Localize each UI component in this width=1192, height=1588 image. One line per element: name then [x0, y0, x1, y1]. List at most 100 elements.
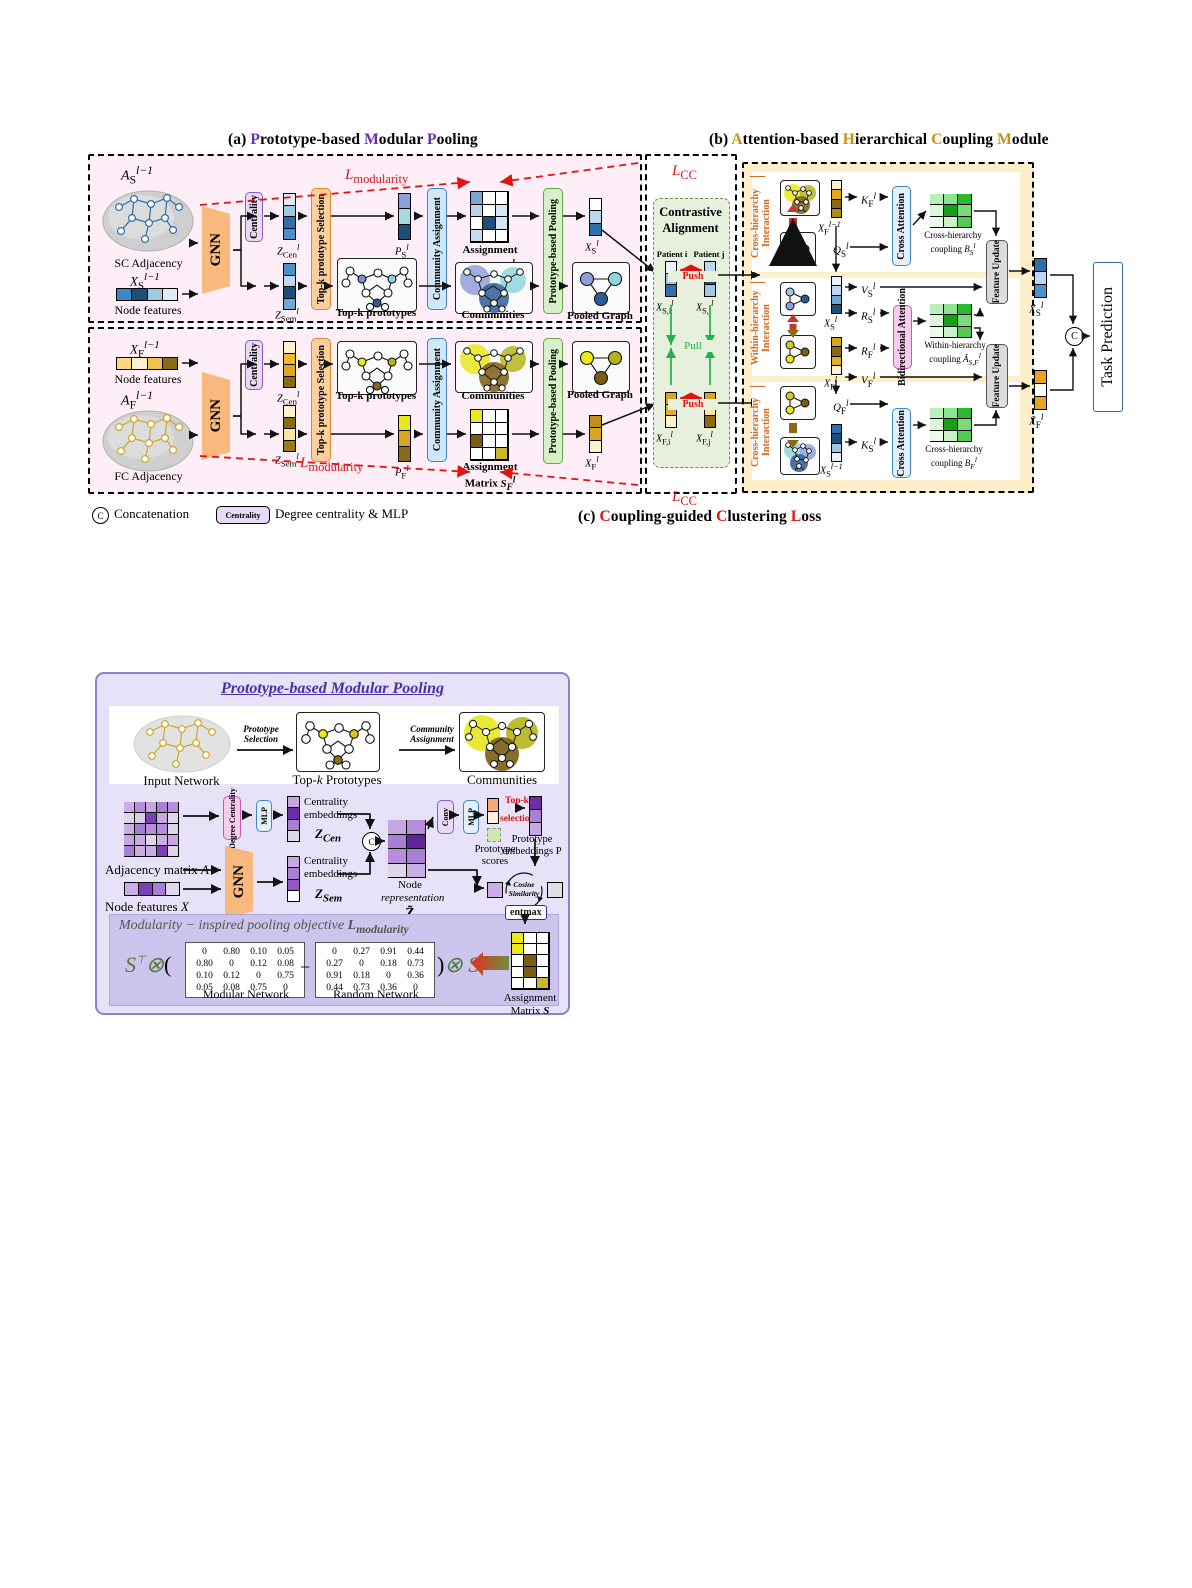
- legend-centrality-label: Degree centrality & MLP: [275, 506, 409, 521]
- f2-prototype-scores-extra: [487, 828, 501, 842]
- f2-prototype-embeddings-label: Prototype embeddings P: [502, 834, 562, 858]
- coupling-bs-heatmap: [930, 194, 972, 228]
- f2-mlp1-block: MLP: [256, 800, 272, 832]
- f2-topk-prototypes-box: [296, 712, 380, 772]
- patient-j-label: Patient j: [693, 249, 725, 259]
- f2-formula-right: )⊗ S: [437, 952, 480, 977]
- fc-x-out-label: XFl: [585, 454, 599, 472]
- fc-zsem-strip: [283, 405, 296, 452]
- xfi-strip: [665, 392, 677, 428]
- fc-adjacency-math: AFl−1: [121, 389, 153, 412]
- f2-node-features-strip: [124, 882, 180, 896]
- fc-assignment-matrix: [470, 409, 509, 461]
- vf-label: VFl: [861, 371, 876, 389]
- panel-b-xf-prev-label: XFl−1: [818, 220, 841, 237]
- panel-b-xs-prev-label: XSl−1: [820, 462, 843, 479]
- cross-hierarchy-top-label: Cross-hierarchy Interaction: [750, 176, 772, 269]
- fc-node-features-strip: [116, 357, 178, 370]
- xsj-label: XS,jl: [696, 299, 714, 316]
- panel-b-fc-communities-icon: [780, 180, 820, 216]
- panel-a-title: (a) Prototype-based Modular Pooling: [228, 131, 478, 148]
- task-prediction-box: Task Prediction: [1093, 262, 1123, 412]
- fc-communities-box: [455, 341, 533, 393]
- sc-modularity-loss-label: Lmodularity: [345, 167, 409, 186]
- panel-b-xf-label: XFl: [824, 375, 838, 392]
- sc-communities-label: Communities: [461, 309, 525, 321]
- f2-cosine-left-cell: [487, 882, 503, 898]
- sc-node-features-strip: [116, 288, 178, 301]
- panel-b-sc-communities-icon: [780, 437, 820, 475]
- f2-node-representation-matrix: [388, 820, 426, 878]
- panel-b-xs-label: XSl: [824, 315, 838, 332]
- sc-communities-box: [455, 262, 533, 314]
- f2-assignment-matrix-label: Assignment Matrix S: [503, 992, 557, 1018]
- f2-cen-emb-label: Centrality embeddings: [304, 796, 358, 821]
- sc-pooling-block: Prototype-based Pooling: [543, 188, 563, 314]
- fc-topk-selection-block: Top-k prototype Selection: [311, 338, 331, 462]
- sc-x-out-label: XSl: [585, 238, 599, 256]
- panel-b-sc-graph-icon-mid: [780, 282, 816, 316]
- sc-assignment-matrix: [470, 191, 509, 243]
- fc-pooled-graph-label: Pooled Graph: [567, 389, 633, 401]
- f2-topk-line2: selection: [500, 814, 535, 824]
- f2-node-rep-label: Node representation: [381, 879, 445, 904]
- sc-topk-selection-block: Top-k prototype Selection: [311, 188, 331, 310]
- feature-update-s-block: Feature Update: [986, 240, 1008, 304]
- f2-minus-sign: −: [300, 957, 311, 977]
- coupling-bf-heatmap: [930, 408, 972, 442]
- f2-concat-node: C: [362, 832, 381, 851]
- f2-adjacency-matrix-heatmap: [124, 802, 179, 857]
- fc-topk-box-label: Top-k prototypes: [335, 390, 417, 402]
- f2-sem-emb-label: Centrality embeddings: [304, 855, 358, 880]
- f2-communities-label: Communities: [466, 772, 538, 787]
- figure-1-architecture: (a) Prototype-based Modular Pooling (b) …: [0, 0, 1192, 545]
- qf-label: QFl: [833, 398, 849, 416]
- sc-community-assignment-block: Community Assignment: [427, 188, 447, 310]
- f2-zsem-label: ZSem: [315, 886, 343, 905]
- fc-pooled-graph-box: [572, 341, 630, 393]
- f2-node-rep-symbol: Z̃: [381, 906, 439, 922]
- sc-adjacency-math: ASl−1: [121, 164, 153, 187]
- cross-hierarchy-bottom-label: Cross-hierarchy Interaction: [750, 386, 772, 477]
- x-tilde-f-strip: [1034, 370, 1047, 410]
- concat-node: C: [1065, 327, 1084, 346]
- f2-topk-line1: Top-k: [505, 796, 529, 806]
- panel-b-fc-graph-icon-mid: [780, 335, 816, 369]
- vs-label: VSl: [861, 281, 876, 299]
- fc-modularity-loss-label: Lmodularity: [300, 455, 364, 474]
- push-top-label: Push: [668, 271, 718, 282]
- sc-topk-prototypes-box: [337, 258, 417, 312]
- within-hierarchy-label: Within-hierarchy Interaction: [750, 282, 772, 373]
- panel-b-xs-prev-strip: [831, 424, 842, 462]
- cross-attention-block-top: Cross Attention: [892, 186, 911, 266]
- sc-gnn-block: GNN: [202, 206, 230, 294]
- legend-concat-label: Concatenation: [114, 506, 190, 521]
- xfj-strip: [704, 392, 716, 428]
- fc-x-out-strip: [589, 415, 602, 453]
- panel-c-title: (c) Coupling-guided Clustering Loss: [578, 508, 822, 525]
- f2-cosine-right-cell: [547, 882, 563, 898]
- sc-x-out-strip: [589, 198, 602, 236]
- legend-centrality-chip: Centrality: [216, 506, 270, 524]
- f2-random-network-label: Random Network: [333, 987, 419, 1001]
- push-bottom-label: Push: [668, 399, 718, 410]
- fc-p-strip: [398, 415, 411, 462]
- sc-node-features-math: XSl−1: [130, 271, 160, 292]
- sc-adjacency-label: SC Adjacency: [114, 256, 183, 270]
- f2-communities-box: [459, 712, 545, 772]
- contrastive-alignment-title: Contrastive Alignment: [659, 205, 722, 235]
